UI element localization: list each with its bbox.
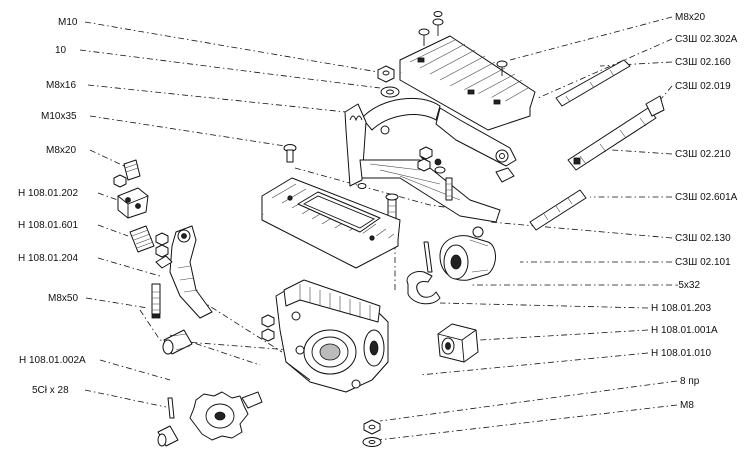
half-ring-szsh-02-101 [406, 271, 441, 305]
leader-8pr [379, 380, 678, 422]
label-8pr: 8 пр [680, 376, 700, 387]
leader-h108-01-202 [97, 192, 119, 201]
leader-h108-01-601 [97, 224, 129, 237]
label-5x32: -5x32 [675, 280, 700, 291]
leader-szsh-160 [599, 61, 673, 67]
label-h108-01-002a: Н 108.01.002А [19, 355, 86, 366]
leader-h108-01-002a [99, 359, 171, 381]
label-h108-01-010: Н 108.01.010 [651, 348, 711, 359]
nut-icon [419, 146, 433, 160]
axis-line-4 [139, 309, 291, 351]
leader-m8x20-right [509, 16, 673, 61]
shaft-szsh-02-601a [529, 189, 587, 231]
label-szsh-02-160: СЗШ 02.160 [675, 57, 731, 68]
main-housing [275, 279, 389, 393]
leader-m8 [377, 404, 678, 441]
nut-m10 [377, 65, 395, 83]
axis-line-2 [199, 299, 283, 353]
label-m8-right: M8 [680, 400, 694, 411]
nut-icon [261, 328, 275, 342]
nut-left [113, 174, 127, 188]
screw-icon [418, 28, 430, 46]
leader-szsh-210 [611, 149, 673, 155]
screws-m8x20-top [418, 11, 508, 76]
label-szsh-02-302a: СЗШ 02.302А [675, 34, 738, 45]
label-m10x35: M10x35 [41, 111, 77, 122]
label-h108-01-202: Н 108.01.202 [18, 188, 78, 199]
leader-h108-010 [419, 352, 649, 376]
screw-icon [357, 183, 367, 189]
label-h108-01-001a: Н 108.01.001А [651, 325, 718, 336]
shaft-szsh-02-019 [567, 95, 665, 171]
leader-h108-01-204 [97, 257, 161, 277]
gear-icon [189, 391, 263, 441]
label-szsh-02-601a: СЗШ 02.601А [675, 192, 738, 203]
middle-plate-window [261, 177, 401, 269]
label-h108-01-601: Н 108.01.601 [18, 220, 78, 231]
block-h108-01-001a [437, 323, 479, 363]
side-bracket-arm [435, 107, 517, 183]
leader-m8x20-left [89, 149, 125, 167]
bushing-h108-01-002a [162, 329, 193, 355]
gear-shaft-stub [157, 425, 179, 447]
washer-10 [380, 86, 400, 98]
leader-m8x16 [87, 84, 347, 113]
leader-h108-001a [479, 329, 649, 341]
nut-pair-left [155, 232, 169, 258]
leader-10 [79, 49, 381, 89]
bolt-m8x50 [151, 283, 161, 319]
label-szsh-02-101: СЗШ 02.101 [675, 257, 731, 268]
cylinder-szsh-02-130 [439, 226, 496, 281]
curved-arm-sector [344, 97, 501, 223]
label-m8x50: M8x50 [48, 293, 78, 304]
screw-icon [496, 60, 508, 76]
clamp-h108-01-202 [117, 187, 149, 219]
nut-icon [417, 158, 431, 172]
leader-szsh-302a [537, 38, 673, 99]
label-szsh-02-019: СЗШ 02.019 [675, 81, 731, 92]
leader-m10x35 [89, 115, 286, 147]
leader-m10 [84, 21, 379, 73]
nut-icon [261, 314, 275, 328]
label-m8x20-right: M8x20 [675, 12, 705, 23]
screw-icon [432, 18, 444, 36]
spring-h108-01-601 [129, 225, 155, 253]
screw-icon [433, 11, 443, 17]
axis-line-1 [294, 167, 501, 216]
screw-m8x16-icon [283, 144, 297, 163]
label-h108-01-203: Н 108.01.203 [651, 303, 711, 314]
lever-h108-01-204 [155, 225, 213, 319]
pin-5cr-x28 [167, 397, 175, 419]
label-h108-01-204: Н 108.01.204 [18, 253, 78, 264]
leader-m8x50 [85, 297, 149, 309]
screw-m8x20-left [123, 159, 141, 181]
leader-h108-203 [439, 302, 649, 309]
labels-right: M8x20 СЗШ 02.302А СЗШ 02.160 СЗШ 02.019 … [651, 12, 738, 411]
leader-5cr [84, 389, 167, 408]
washer-8pr-bottom [362, 437, 382, 447]
label-m8x20-left: M8x20 [46, 145, 76, 156]
bolt-icon [445, 177, 453, 201]
label-10: 10 [55, 45, 67, 56]
label-m10: M10 [58, 17, 78, 28]
nut-m8-bottom [363, 419, 381, 435]
label-szsh-02-210: СЗШ 02.210 [675, 149, 731, 160]
housing-nuts [261, 314, 275, 342]
pin-5x32 [423, 241, 433, 273]
label-5cr-x28: 5Сł x 28 [32, 385, 69, 396]
shaft-szsh-02-160 [555, 59, 631, 107]
leader-lines [79, 16, 678, 441]
labels-left: M10 10 M8x16 M10x35 M8x20 Н 108.01.202 Н… [18, 17, 86, 396]
leader-szsh-130 [489, 221, 673, 239]
leader-szsh-019 [659, 85, 673, 101]
label-szsh-02-130: СЗШ 02.130 [675, 233, 731, 244]
label-m8x16: M8x16 [46, 80, 76, 91]
top-mount-plate [399, 35, 536, 131]
washer-icon [434, 166, 446, 174]
